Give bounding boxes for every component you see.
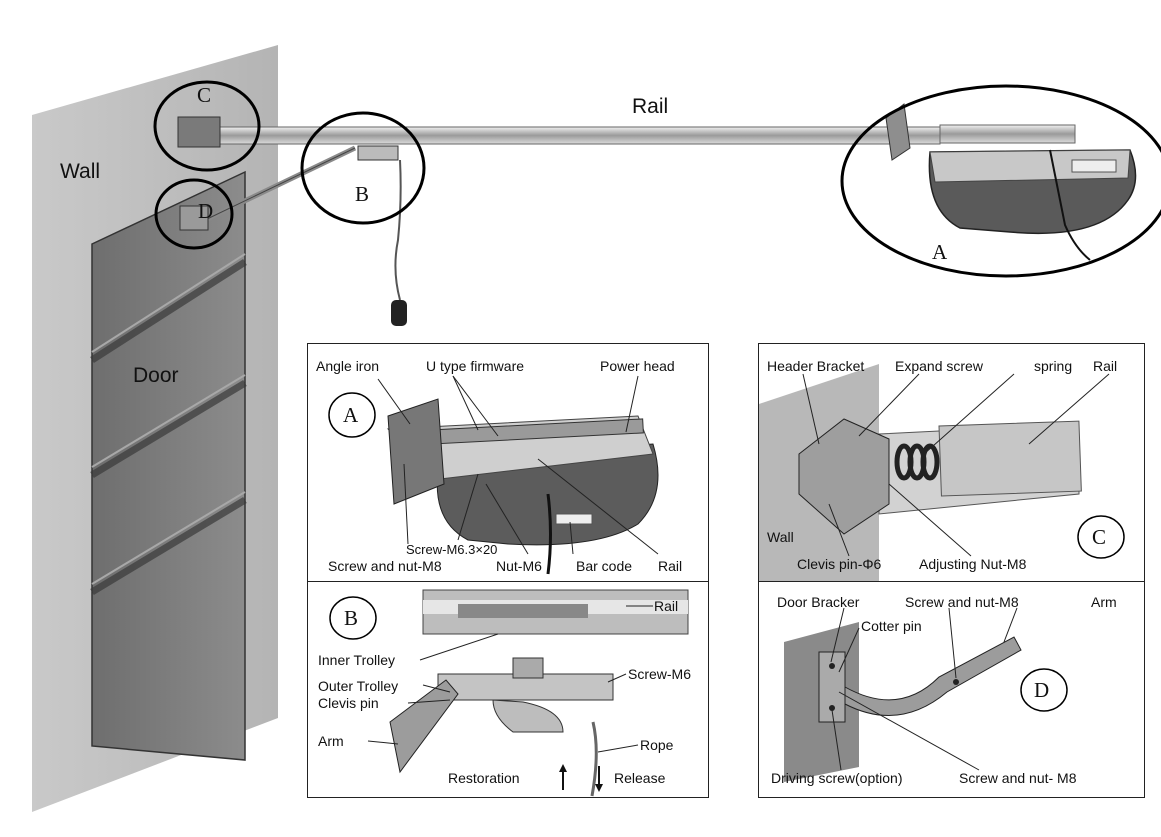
rail-bar bbox=[179, 126, 941, 145]
label-driving-screw: Driving screw(option) bbox=[771, 770, 903, 786]
label-header-bracket: Header Bracket bbox=[767, 358, 865, 374]
label-expand-screw: Expand screw bbox=[895, 358, 983, 374]
label-cotter-pin: Cotter pin bbox=[861, 618, 922, 634]
label-adjusting-nut: Adjusting Nut-M8 bbox=[919, 556, 1027, 572]
detail-panel-a: A Angle iron U type firmware Power head … bbox=[307, 343, 709, 582]
callout-circle-c bbox=[153, 80, 261, 172]
callout-a-letter: A bbox=[932, 240, 948, 264]
label-arm-d: Arm bbox=[1091, 594, 1117, 610]
label-rail-b: Rail bbox=[654, 598, 679, 614]
label-rail-a: Rail bbox=[658, 558, 683, 574]
label-door-bracker: Door Bracker bbox=[777, 594, 860, 610]
callout-c-letter: C bbox=[197, 83, 212, 107]
callout-circle-b bbox=[300, 111, 426, 225]
label-inner-trolley: Inner Trolley bbox=[318, 652, 396, 668]
door-label: Door bbox=[133, 364, 179, 387]
detail-panel-c: C Header Bracket Expand screw spring Rai… bbox=[758, 343, 1145, 582]
label-rail-c: Rail bbox=[1093, 358, 1118, 374]
label-arm-b: Arm bbox=[318, 733, 344, 749]
callout-circle-a bbox=[840, 84, 1161, 278]
label-nut-m6: Nut-M6 bbox=[496, 558, 542, 574]
door-panel bbox=[91, 170, 246, 761]
label-outer-trolley: Outer Trolley bbox=[318, 678, 399, 694]
label-rope: Rope bbox=[640, 737, 674, 753]
label-power-head: Power head bbox=[600, 358, 675, 374]
label-release: Release bbox=[614, 770, 666, 786]
label-wall-c: Wall bbox=[767, 529, 794, 545]
release-rope bbox=[394, 159, 402, 301]
panel-a-badge: A bbox=[343, 403, 359, 427]
panel-c-badge: C bbox=[1092, 525, 1107, 549]
label-restoration: Restoration bbox=[448, 770, 520, 786]
label-clevis-pin-b: Clevis pin bbox=[318, 695, 379, 711]
label-screw-nut-m8: Screw and nut-M8 bbox=[328, 558, 442, 574]
label-screw-m63: Screw-M6.3×20 bbox=[406, 542, 498, 557]
panel-b-badge: B bbox=[344, 606, 359, 630]
callout-circle-d bbox=[154, 178, 234, 250]
label-bar-code: Bar code bbox=[576, 558, 633, 574]
label-screw-nut-m8-b: Screw and nut- M8 bbox=[959, 770, 1077, 786]
panel-d-badge: D bbox=[1034, 678, 1050, 702]
callout-d-letter: D bbox=[198, 199, 214, 223]
label-screw-nut-m8-d: Screw and nut-M8 bbox=[905, 594, 1019, 610]
callout-b-letter: B bbox=[355, 182, 370, 206]
detail-panel-d: D Door Bracker Screw and nut-M8 Arm Cott… bbox=[758, 581, 1145, 798]
label-u-type-firmware: U type firmware bbox=[426, 358, 525, 374]
rail-label: Rail bbox=[632, 95, 669, 118]
wall-label: Wall bbox=[60, 160, 101, 183]
label-screw-m6: Screw-M6 bbox=[628, 666, 692, 682]
label-angle-iron: Angle iron bbox=[316, 358, 380, 374]
label-clevis-pin-c: Clevis pin-Φ6 bbox=[797, 556, 882, 572]
label-spring: spring bbox=[1034, 358, 1073, 374]
detail-panel-b: B Rail Inner Trolley Screw-M6 Outer Trol… bbox=[307, 581, 709, 798]
